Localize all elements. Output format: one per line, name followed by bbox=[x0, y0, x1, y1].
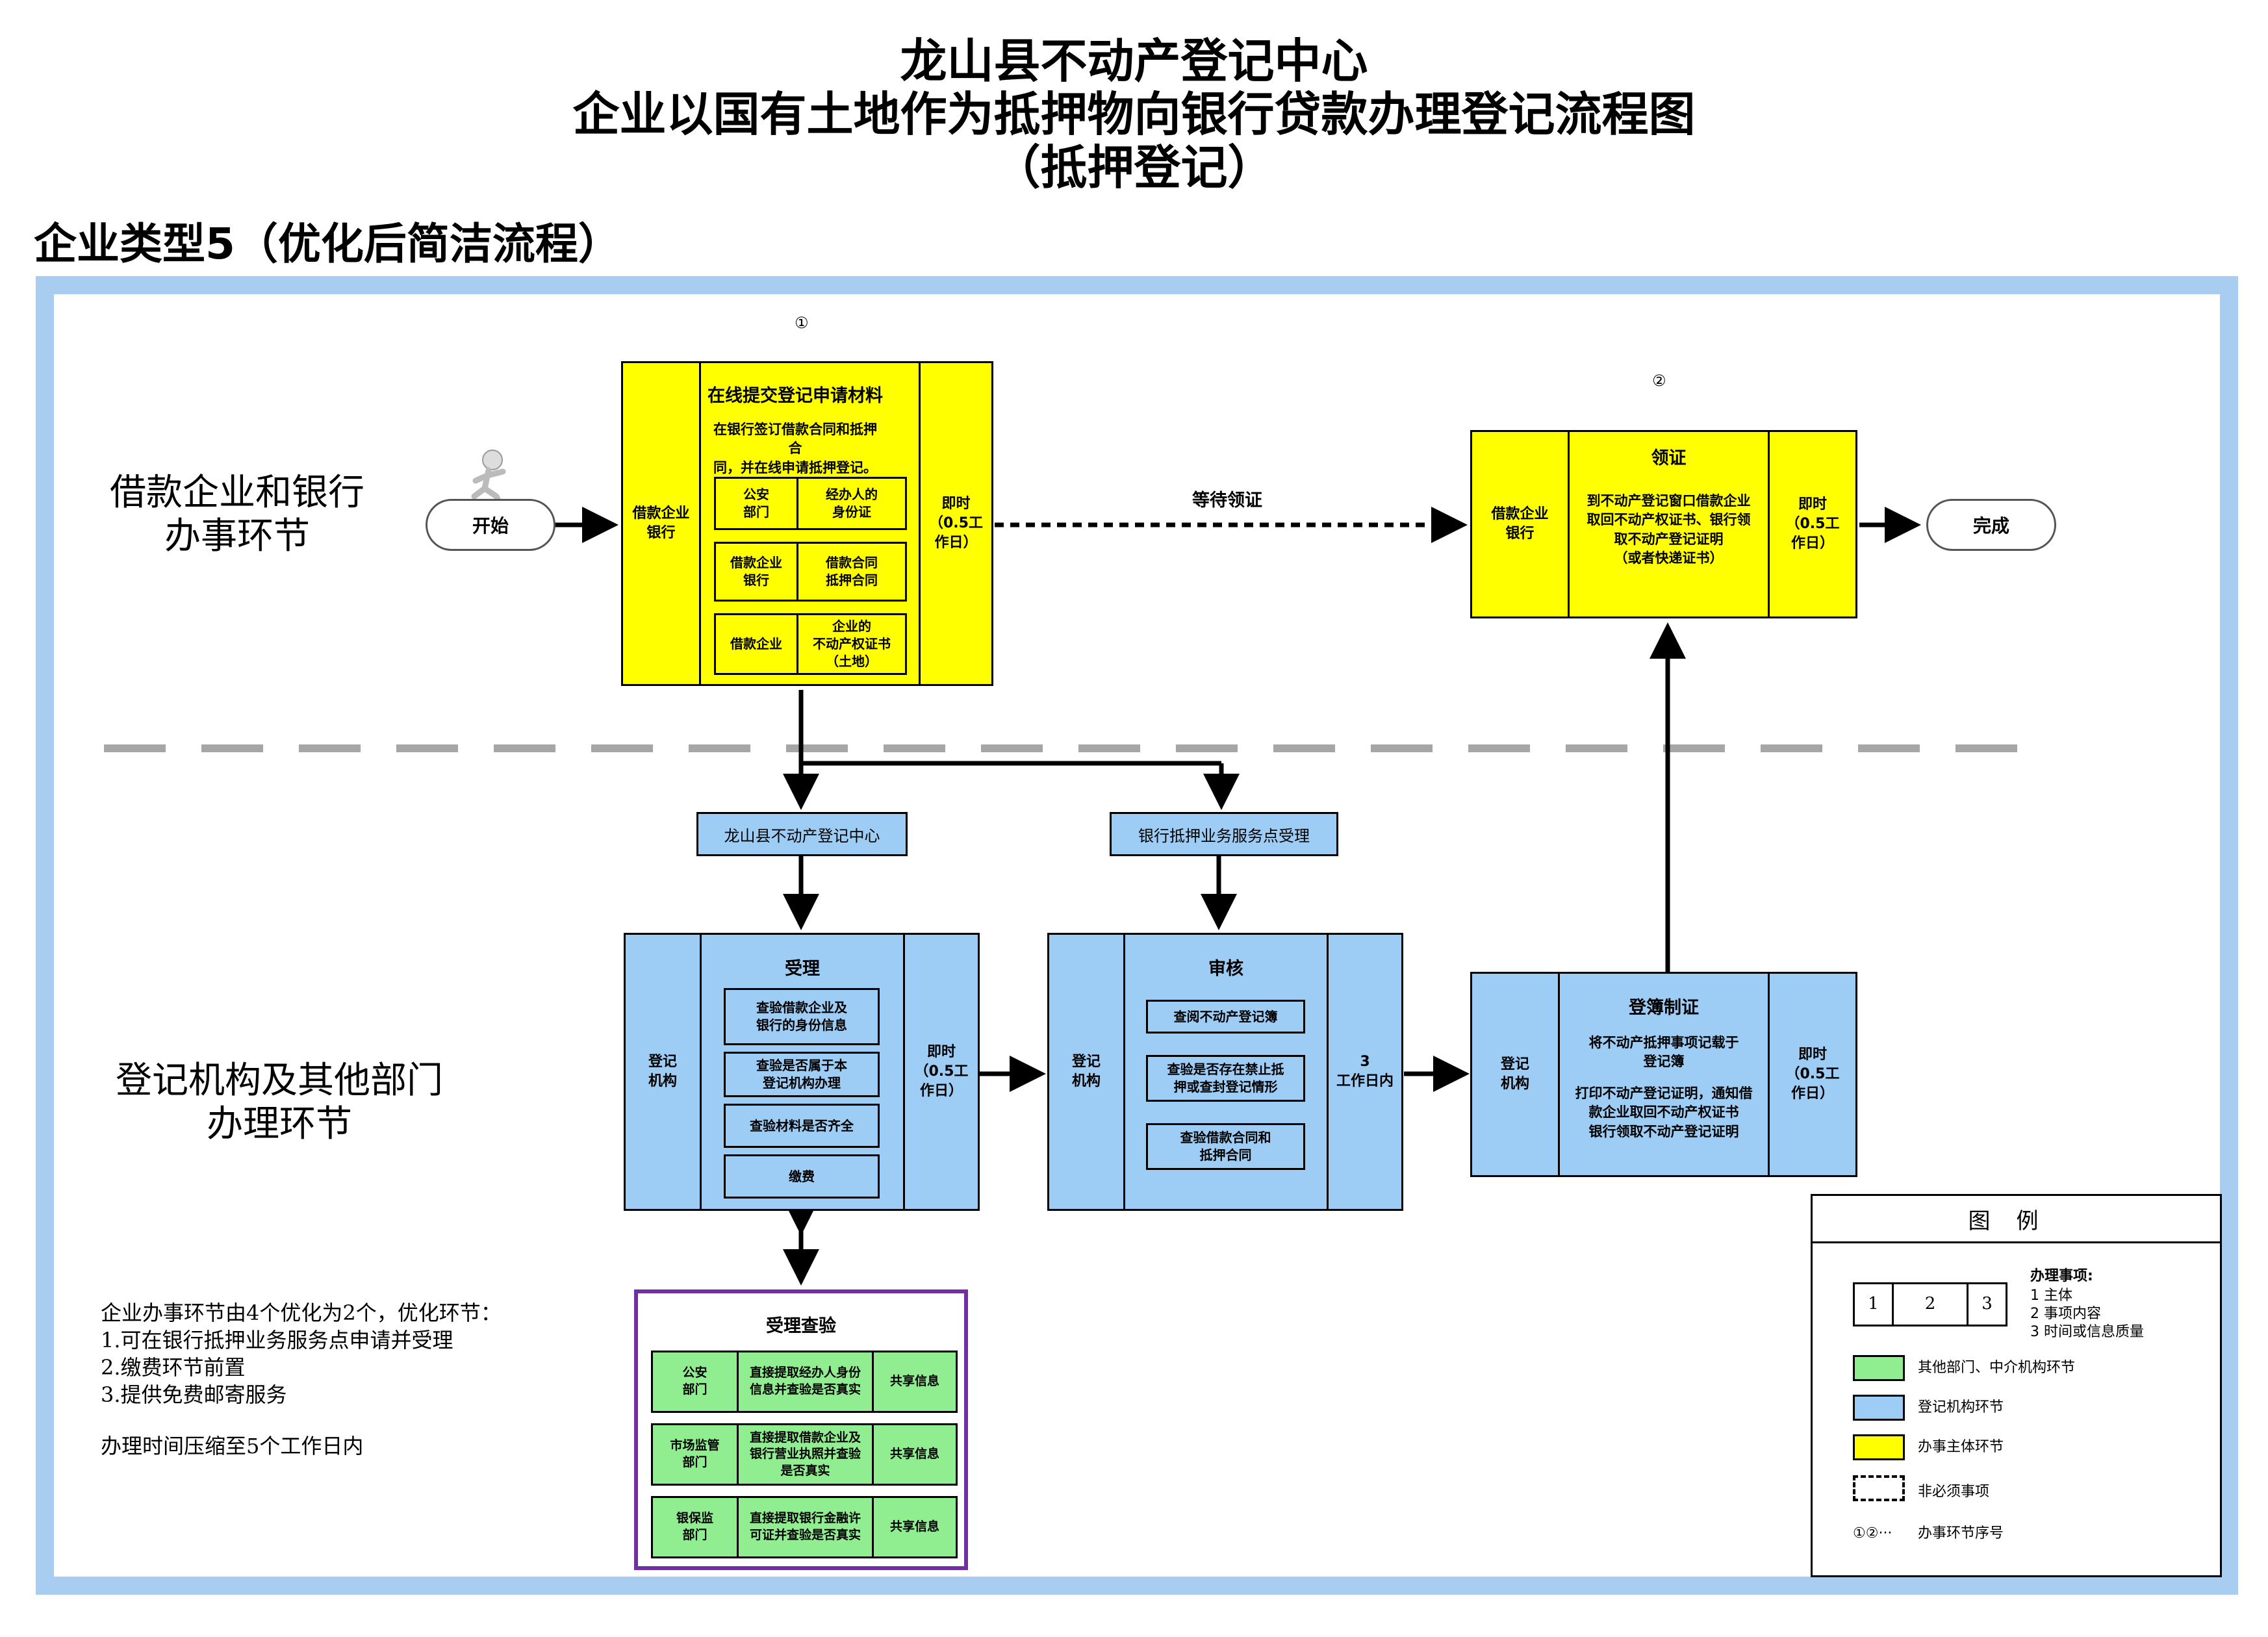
legend-swatch-yellow bbox=[1853, 1434, 1905, 1460]
review-title: 审核 bbox=[1208, 959, 1243, 979]
legend-swatch-blue bbox=[1853, 1395, 1905, 1421]
verify-row-1: 公安 部门 直接提取经办人身份 信息并查验是否真实 共享信息 bbox=[651, 1351, 958, 1413]
register-content: 登簿制证 将不动产抵押事项记载于 登记簿 打印不动产登记证明，通知借 款企业取回… bbox=[1560, 974, 1768, 1175]
verify-row-3: 银保监 部门 直接提取银行金融许 可证并查验是否真实 共享信息 bbox=[651, 1496, 958, 1558]
collect-box: 借款企业 银行 领证 到不动产登记窗口借款企业 取回不动产权证书、银行领 取不动… bbox=[1470, 430, 1857, 618]
notes-line-3: 2.缴费环节前置 bbox=[101, 1355, 246, 1380]
notes-line-1: 企业办事环节由4个优化为2个，优化环节： bbox=[101, 1301, 502, 1325]
online-submit-box: 借款企业 银行 在线提交登记申请材料 在银行签订借款合同和抵押合 同，并在线申请… bbox=[621, 361, 993, 686]
legend-swatch-dashed bbox=[1853, 1475, 1905, 1501]
legend: 图例 1 2 3 办理事项: 1 主体 2 事项内容 3 时间或信息质量 其他部… bbox=[1811, 1194, 2222, 1577]
material-row-3-source: 借款企业 bbox=[714, 613, 798, 675]
review-item-1: 查阅不动产登记簿 bbox=[1146, 1000, 1305, 1034]
legend-cell-1: 1 bbox=[1855, 1284, 1894, 1325]
accept-box: 登记 机构 受理 查验借款企业及 银行的身份信息 查验是否属于本 登记机构办理 … bbox=[624, 933, 980, 1211]
legend-blue-label: 登记机构环节 bbox=[1918, 1399, 2004, 1415]
legend-item-1: 1 主体 bbox=[2030, 1288, 2072, 1304]
legend-dashed-label: 非必须事项 bbox=[1918, 1484, 1990, 1500]
review-item-2: 查验是否存在禁止抵 押或查封登记情形 bbox=[1146, 1055, 1305, 1102]
accept-item-2: 查验是否属于本 登记机构办理 bbox=[724, 1052, 880, 1097]
online-time: 即时 （0.5工 作日） bbox=[919, 363, 991, 684]
register-subject: 登记 机构 bbox=[1472, 974, 1560, 1175]
notes-summary: 办理时间压缩至5个工作日内 bbox=[101, 1434, 364, 1458]
accept-time: 即时 （0.5工 作日） bbox=[903, 935, 978, 1209]
accept-content: 受理 查验借款企业及 银行的身份信息 查验是否属于本 登记机构办理 查验材料是否… bbox=[702, 935, 903, 1209]
verify-row-2-desc: 直接提取借款企业及 银行营业执照并查验 是否真实 bbox=[749, 1430, 861, 1478]
verify-box: 受理查验 公安 部门 直接提取经办人身份 信息并查验是否真实 共享信息 市场监管… bbox=[634, 1289, 968, 1570]
collect-subject: 借款企业 银行 bbox=[1472, 432, 1570, 616]
title-line-1: 龙山县不动产登记中心 bbox=[900, 34, 1368, 88]
accept-item-4: 缴费 bbox=[724, 1154, 880, 1199]
review-box: 登记 机构 审核 查阅不动产登记簿 查验是否存在禁止抵 押或查封登记情形 查验借… bbox=[1047, 933, 1403, 1211]
accept-item-3: 查验材料是否齐全 bbox=[724, 1104, 880, 1148]
legend-items-title: 办理事项: bbox=[2030, 1268, 2093, 1284]
legend-swatch-green bbox=[1853, 1355, 1905, 1381]
legend-item-2: 2 事项内容 bbox=[2030, 1306, 2101, 1322]
accept-item-1: 查验借款企业及 银行的身份信息 bbox=[724, 988, 880, 1045]
verify-title: 受理查验 bbox=[766, 1316, 836, 1336]
title-line-2: 企业以国有土地作为抵押物向银行贷款办理登记流程图 bbox=[572, 87, 1696, 142]
verify-row-3-dept: 银保监 部门 bbox=[653, 1498, 739, 1556]
notes-line-2: 1.可在银行抵押业务服务点申请并受理 bbox=[101, 1328, 453, 1352]
verify-row-2-dept: 市场监管 部门 bbox=[653, 1425, 739, 1484]
legend-cell-2: 2 bbox=[1924, 1294, 1936, 1314]
title-line-3: （抵押登记） bbox=[993, 140, 1275, 195]
online-title: 在线提交登记申请材料 bbox=[707, 386, 883, 406]
review-item-3: 查验借款合同和 抵押合同 bbox=[1146, 1123, 1305, 1170]
runner-icon bbox=[471, 450, 506, 511]
legend-green-label: 其他部门、中介机构环节 bbox=[1918, 1360, 2076, 1376]
material-row-2-item: 借款合同 抵押合同 bbox=[796, 542, 907, 602]
legend-title: 图例 bbox=[1813, 1196, 2220, 1243]
verify-row-3-share: 共享信息 bbox=[872, 1498, 956, 1556]
material-row-2-source: 借款企业 银行 bbox=[714, 542, 798, 602]
legend-seq-symbol: ①②··· bbox=[1853, 1525, 1892, 1542]
legend-seq-label: 办事环节序号 bbox=[1918, 1525, 2004, 1542]
step-number-2: ② bbox=[1652, 372, 1666, 390]
register-desc-2: 打印不动产登记证明，通知借 款企业取回不动产权证书 银行领取不动产登记证明 bbox=[1575, 1085, 1753, 1139]
collect-desc: 到不动产登记窗口借款企业 取回不动产权证书、银行领 取不动产登记证明 （或者快递… bbox=[1586, 493, 1751, 566]
register-title: 登簿制证 bbox=[1629, 998, 1699, 1018]
online-content: 在线提交登记申请材料 在银行签订借款合同和抵押合 同，并在线申请抵押登记。 公安… bbox=[701, 363, 907, 684]
legend-item-3: 3 时间或信息质量 bbox=[2030, 1324, 2144, 1340]
material-row-1-item: 经办人的 身份证 bbox=[796, 477, 907, 530]
material-row-3-item: 企业的 不动产权证书 （土地） bbox=[796, 613, 907, 675]
review-time: 3 工作日内 bbox=[1327, 935, 1401, 1209]
register-time: 即时 （0.5工 作日） bbox=[1768, 974, 1855, 1175]
review-subject: 登记 机构 bbox=[1049, 935, 1125, 1209]
notes-line-4: 3.提供免费邮寄服务 bbox=[101, 1382, 287, 1407]
verify-row-2-share: 共享信息 bbox=[872, 1425, 956, 1484]
register-box: 登记 机构 登簿制证 将不动产抵押事项记载于 登记簿 打印不动产登记证明，通知借… bbox=[1470, 972, 1857, 1177]
register-desc-1: 将不动产抵押事项记载于 登记簿 bbox=[1588, 1035, 1739, 1070]
collect-time: 即时 （0.5工 作日） bbox=[1768, 432, 1855, 616]
step-number-1: ① bbox=[795, 314, 809, 332]
finish-node: 完成 bbox=[1926, 499, 2056, 551]
verify-row-1-dept: 公安 部门 bbox=[653, 1352, 739, 1411]
lane-label-bottom: 登记机构及其他部门 办理环节 bbox=[116, 1060, 443, 1146]
online-materials: 公安 部门 经办人的 身份证 借款企业 银行 借款合同 抵押合同 借款企业 企业… bbox=[714, 477, 909, 675]
legend-sample-cells: 1 2 3 bbox=[1853, 1282, 2007, 1326]
review-content: 审核 查阅不动产登记簿 查验是否存在禁止抵 押或查封登记情形 查验借款合同和 抵… bbox=[1125, 935, 1327, 1209]
online-desc: 在银行签订借款合同和抵押合 同，并在线申请抵押登记。 bbox=[713, 422, 877, 476]
branch-label-bank: 银行抵押业务服务点受理 bbox=[1110, 812, 1338, 856]
accept-subject: 登记 机构 bbox=[626, 935, 702, 1209]
legend-yellow-label: 办事主体环节 bbox=[1918, 1439, 2004, 1455]
verify-row-3-desc: 直接提取银行金融许 可证并查验是否真实 bbox=[749, 1511, 861, 1542]
subtitle: 企业类型5（优化后简洁流程） bbox=[34, 219, 621, 269]
verify-row-2: 市场监管 部门 直接提取借款企业及 银行营业执照并查验 是否真实 共享信息 bbox=[651, 1423, 958, 1486]
verify-row-1-desc: 直接提取经办人身份 信息并查验是否真实 bbox=[749, 1365, 861, 1397]
collect-title: 领证 bbox=[1651, 448, 1687, 468]
legend-cell-3: 3 bbox=[1967, 1284, 2006, 1325]
verify-row-1-share: 共享信息 bbox=[872, 1352, 956, 1411]
material-row-1-source: 公安 部门 bbox=[714, 477, 798, 530]
branch-label-center: 龙山县不动产登记中心 bbox=[696, 812, 908, 856]
online-subject: 借款企业 银行 bbox=[623, 363, 701, 684]
collect-content: 领证 到不动产登记窗口借款企业 取回不动产权证书、银行领 取不动产登记证明 （或… bbox=[1570, 432, 1768, 616]
wait-label: 等待领证 bbox=[1192, 490, 1262, 511]
lane-label-top: 借款企业和银行 办事环节 bbox=[110, 472, 364, 558]
start-node: 开始 bbox=[426, 499, 555, 551]
accept-title: 受理 bbox=[785, 959, 820, 979]
